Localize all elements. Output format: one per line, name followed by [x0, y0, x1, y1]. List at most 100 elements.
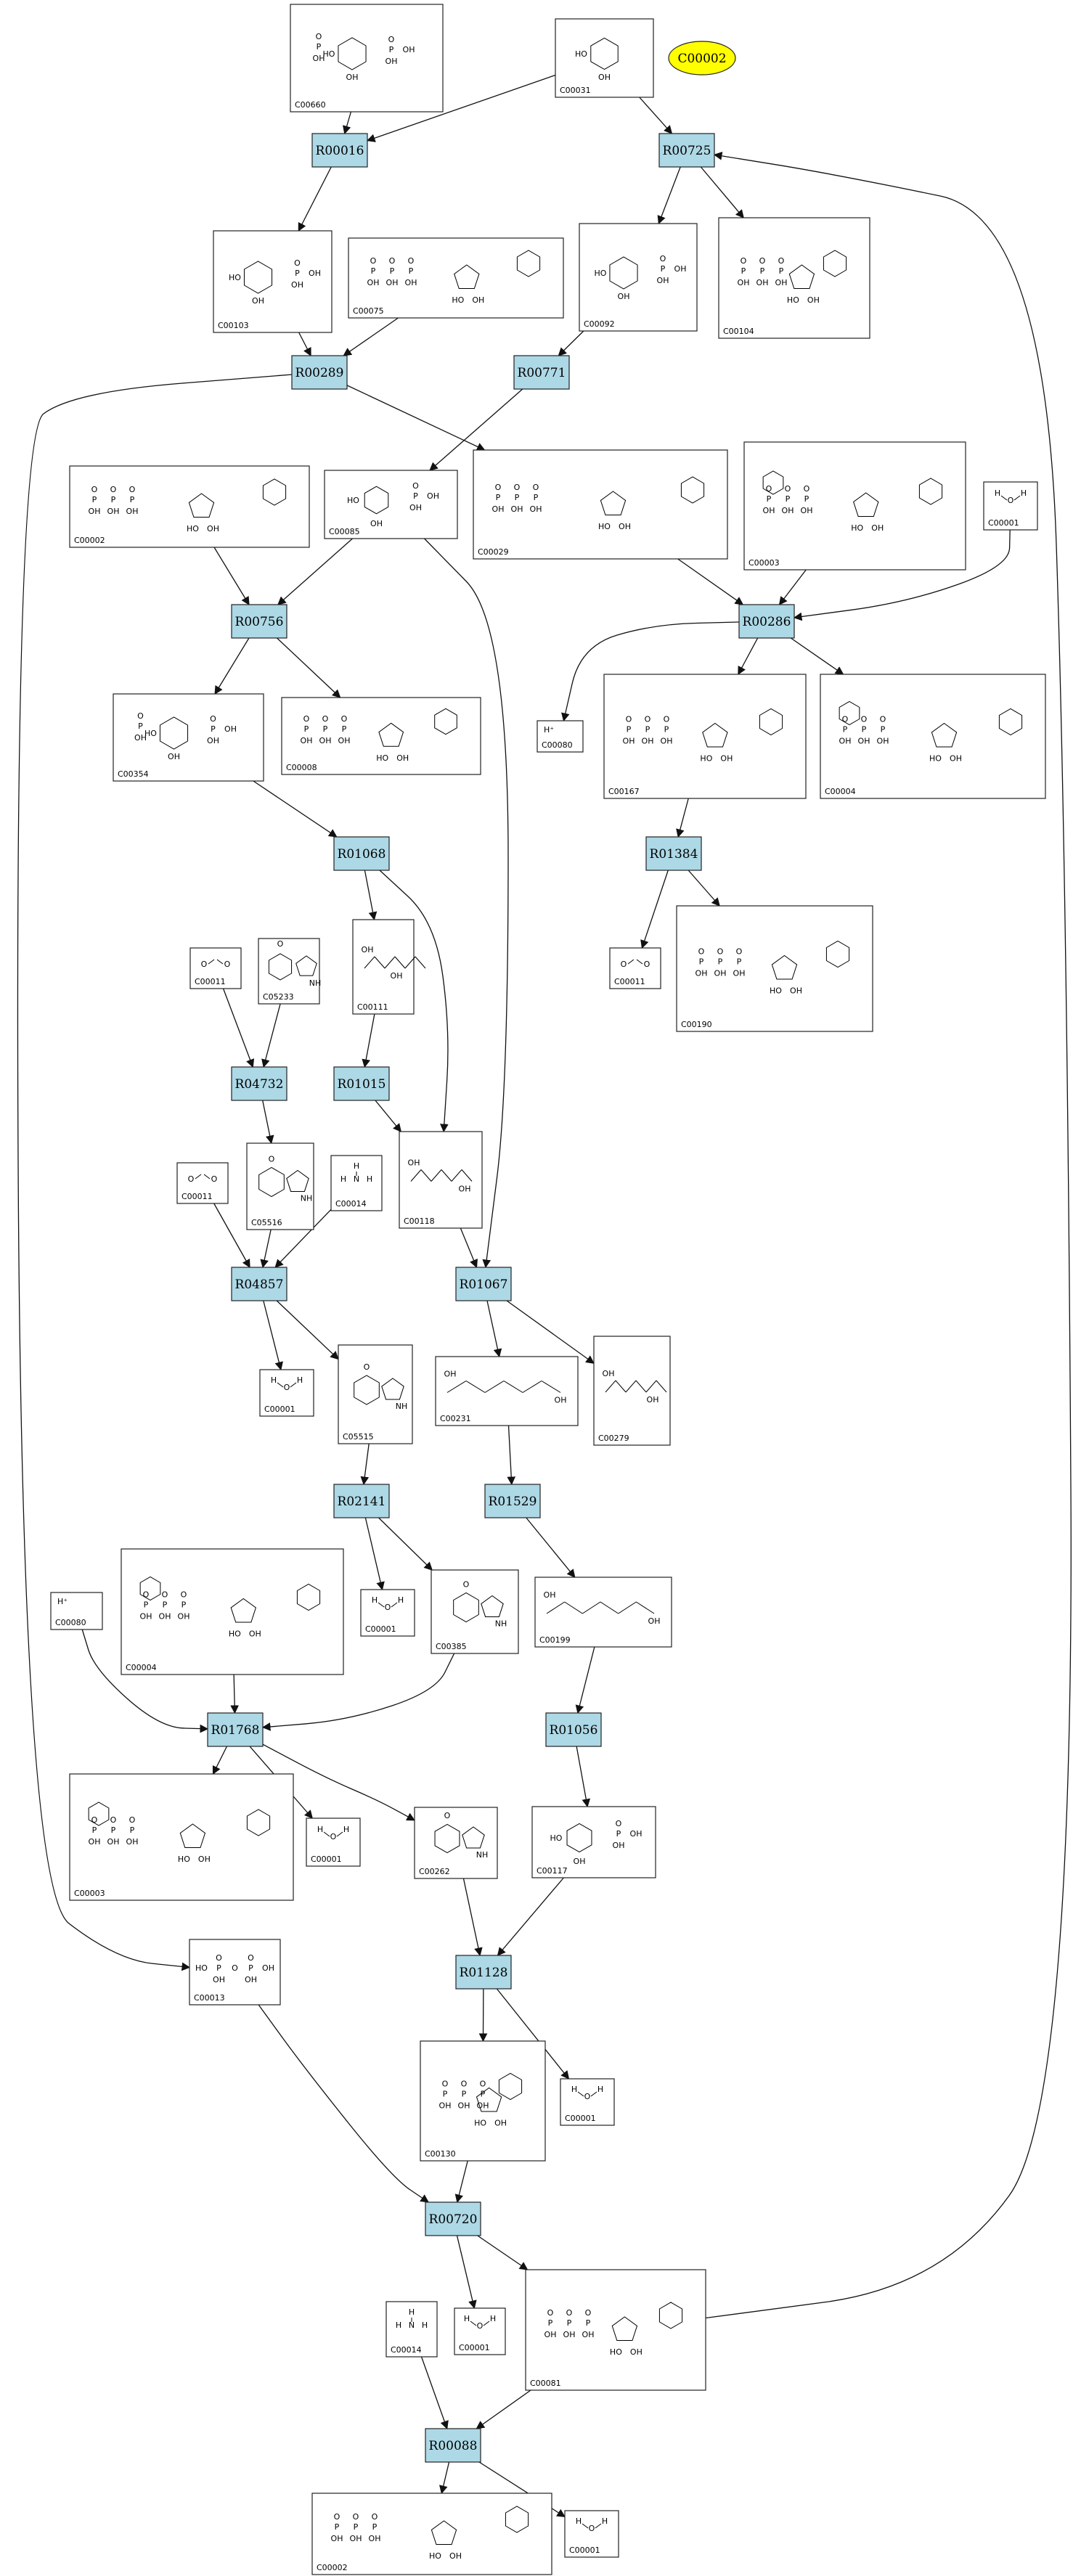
- reaction-r04857[interactable]: R04857: [231, 1267, 287, 1301]
- reaction-r01068[interactable]: R01068: [333, 836, 390, 871]
- reaction-label: R01067: [460, 1277, 508, 1292]
- svg-text:P: P: [138, 721, 143, 731]
- svg-text:H: H: [995, 488, 1000, 498]
- reaction-r01015[interactable]: R01015: [333, 1066, 390, 1101]
- svg-text:HO: HO: [929, 754, 942, 764]
- svg-text:O: O: [461, 2080, 468, 2089]
- reaction-r02141[interactable]: R02141: [333, 1484, 390, 1518]
- svg-text:OH: OH: [291, 280, 303, 290]
- svg-text:HO: HO: [144, 729, 157, 738]
- compound-id-label: C00080: [55, 1618, 86, 1627]
- svg-text:P: P: [548, 2318, 553, 2328]
- compound-c00080[interactable]: H⁺C00080: [50, 1592, 103, 1630]
- reaction-r01067[interactable]: R01067: [455, 1267, 512, 1301]
- edge-c00031-R00016: [366, 74, 556, 142]
- svg-text:OH: OH: [309, 269, 321, 278]
- svg-text:HO: HO: [376, 753, 388, 763]
- compound-c00080[interactable]: H⁺C00080: [537, 720, 584, 753]
- reaction-r01128[interactable]: R01128: [455, 1955, 512, 1990]
- svg-text:OH: OH: [782, 506, 794, 515]
- reaction-r00016[interactable]: R00016: [311, 133, 368, 168]
- reaction-r00720[interactable]: R00720: [425, 2201, 481, 2236]
- reaction-r00756[interactable]: R00756: [231, 604, 287, 639]
- svg-text:OH: OH: [544, 2330, 557, 2339]
- compound-id-label: C00001: [569, 2546, 600, 2555]
- root-node[interactable]: C00002: [668, 41, 736, 75]
- reaction-r00289[interactable]: R00289: [291, 355, 348, 390]
- reaction-r01529[interactable]: R01529: [484, 1484, 541, 1518]
- reaction-r00286[interactable]: R00286: [738, 604, 795, 639]
- svg-text:O: O: [660, 254, 666, 263]
- edge-R00756-c00354: [214, 637, 250, 695]
- svg-text:O: O: [477, 2321, 484, 2331]
- edge-c00660-R00016: [343, 111, 352, 135]
- svg-text:NH: NH: [301, 1194, 313, 1203]
- svg-text:O: O: [766, 484, 772, 494]
- svg-text:OH: OH: [207, 736, 219, 745]
- compound-id-label: C00104: [723, 327, 754, 336]
- reaction-r01056[interactable]: R01056: [545, 1712, 602, 1747]
- reaction-r01384[interactable]: R01384: [645, 836, 702, 871]
- reaction-r01768[interactable]: R01768: [207, 1712, 264, 1747]
- svg-text:O: O: [269, 1155, 275, 1164]
- reaction-label: R02141: [338, 1495, 386, 1509]
- svg-text:OH: OH: [458, 2101, 470, 2111]
- svg-text:HO: HO: [229, 273, 241, 282]
- svg-text:O: O: [547, 2308, 554, 2318]
- reaction-r04732[interactable]: R04732: [231, 1066, 287, 1101]
- svg-text:O: O: [91, 485, 98, 494]
- svg-text:H: H: [409, 2307, 415, 2317]
- svg-text:P: P: [163, 1600, 168, 1610]
- svg-text:O: O: [91, 1815, 98, 1825]
- reaction-r00771[interactable]: R00771: [513, 355, 570, 390]
- svg-text:OH: OH: [858, 737, 870, 746]
- edge-c00014a-R04857: [274, 1209, 332, 1268]
- reaction-r00725[interactable]: R00725: [658, 133, 715, 168]
- reaction-r00088[interactable]: R00088: [425, 2428, 481, 2463]
